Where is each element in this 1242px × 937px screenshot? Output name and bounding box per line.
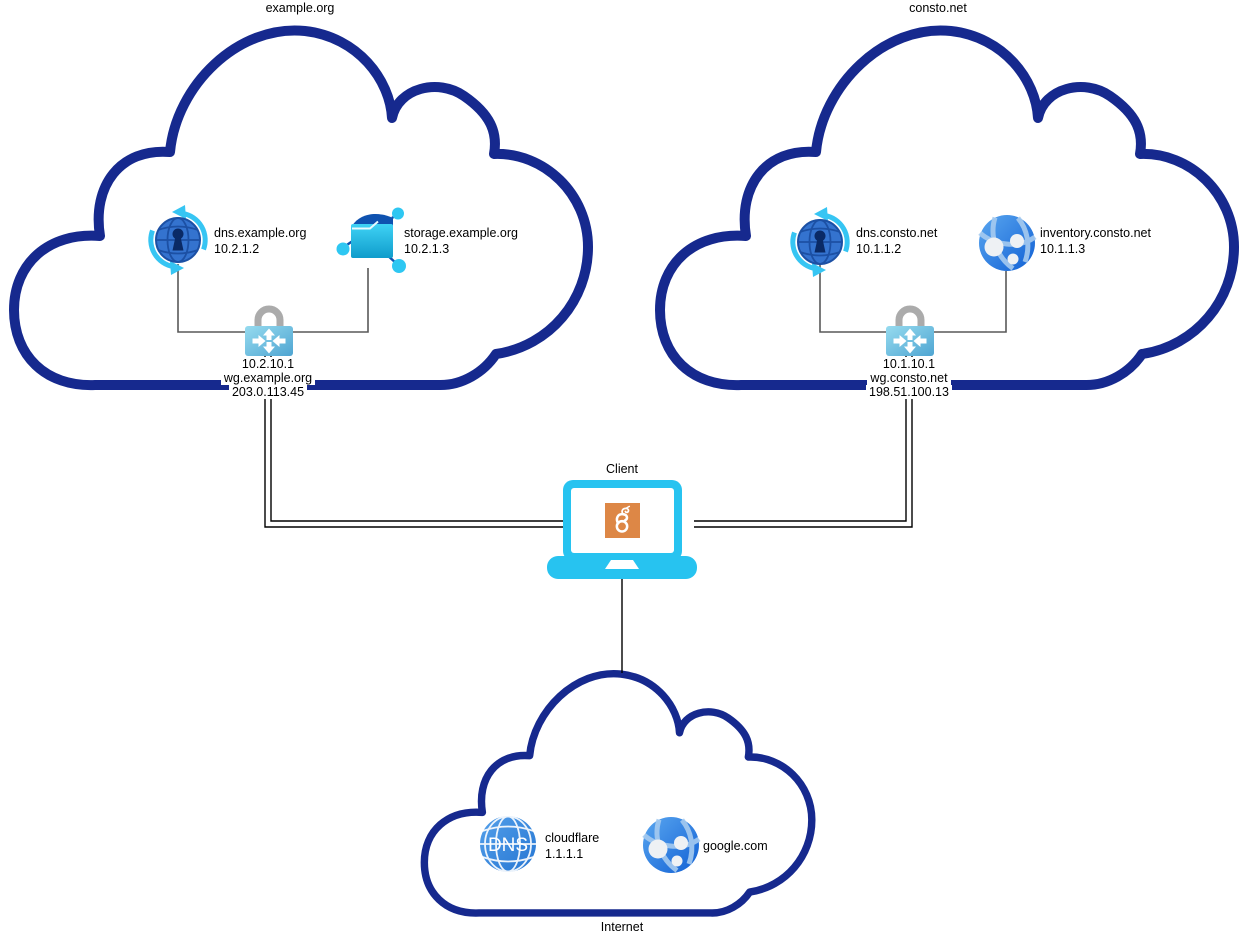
node-name: dns.consto.net bbox=[856, 226, 938, 240]
node-label-storage-example: storage.example.org 10.2.1.3 bbox=[404, 226, 518, 257]
node-name: inventory.consto.net bbox=[1040, 226, 1151, 240]
wireguard-logo-icon bbox=[605, 503, 640, 538]
gateway-name: wg.example.org bbox=[220, 371, 316, 385]
node-label-cloudflare: cloudflare 1.1.1.1 bbox=[545, 831, 599, 862]
connector-dns-example-to-gateway bbox=[177, 264, 268, 333]
node-ip: 10.1.1.2 bbox=[856, 241, 902, 256]
connector-inventory-consto-to-gateway bbox=[909, 271, 1007, 333]
node-name: dns.example.org bbox=[214, 226, 307, 240]
cloud-title-example-org: example.org bbox=[265, 1, 335, 15]
node-ip: 10.2.1.2 bbox=[214, 241, 260, 256]
web-app-icon bbox=[639, 813, 703, 877]
cloud-title-internet: Internet bbox=[600, 920, 644, 934]
file-share-icon bbox=[336, 204, 408, 276]
web-app-icon bbox=[975, 211, 1039, 275]
gateway-internal-ip: 10.1.10.1 bbox=[879, 357, 939, 371]
connector-dns-consto-to-gateway bbox=[819, 264, 909, 333]
gateway-label-example: 10.2.10.1 wg.example.org 203.0.113.45 bbox=[178, 357, 358, 399]
tunnel-right-inner-line bbox=[694, 356, 907, 522]
gateway-internal-ip: 10.2.10.1 bbox=[238, 357, 298, 371]
node-label-dns-example: dns.example.org 10.2.1.2 bbox=[214, 226, 306, 257]
node-name: storage.example.org bbox=[404, 226, 518, 240]
gateway-name: wg.consto.net bbox=[867, 371, 951, 385]
node-ip: 10.1.1.3 bbox=[1040, 241, 1086, 256]
connector-storage-example-to-gateway bbox=[268, 268, 369, 333]
dns-zone-icon bbox=[142, 203, 214, 275]
tunnel-left-outer-line bbox=[264, 356, 566, 528]
client-label: Client bbox=[606, 462, 638, 476]
node-ip: 1.1.1.1 bbox=[545, 846, 584, 861]
node-name: cloudflare bbox=[545, 831, 600, 845]
node-label-dns-consto: dns.consto.net 10.1.1.2 bbox=[856, 226, 937, 257]
dns-globe-icon: DNS bbox=[476, 812, 540, 876]
tunnel-right-outer-line bbox=[694, 356, 913, 528]
vpn-gateway-icon bbox=[241, 296, 297, 358]
tunnel-left-inner-line bbox=[270, 356, 566, 522]
cloud-internet bbox=[424, 674, 811, 913]
gateway-label-consto: 10.1.10.1 wg.consto.net 198.51.100.13 bbox=[819, 357, 999, 399]
gateway-public-ip: 198.51.100.13 bbox=[866, 385, 952, 399]
dns-zone-icon bbox=[784, 205, 856, 277]
node-ip: 10.2.1.3 bbox=[404, 241, 450, 256]
dns-icon-text: DNS bbox=[488, 835, 528, 856]
cloud-title-consto-net: consto.net bbox=[909, 1, 967, 15]
vpn-gateway-icon bbox=[882, 296, 938, 358]
gateway-public-ip: 203.0.113.45 bbox=[228, 385, 308, 399]
node-name: google.com bbox=[703, 839, 768, 853]
node-label-inventory-consto: inventory.consto.net 10.1.1.3 bbox=[1040, 226, 1151, 257]
node-label-google: google.com bbox=[703, 839, 768, 855]
